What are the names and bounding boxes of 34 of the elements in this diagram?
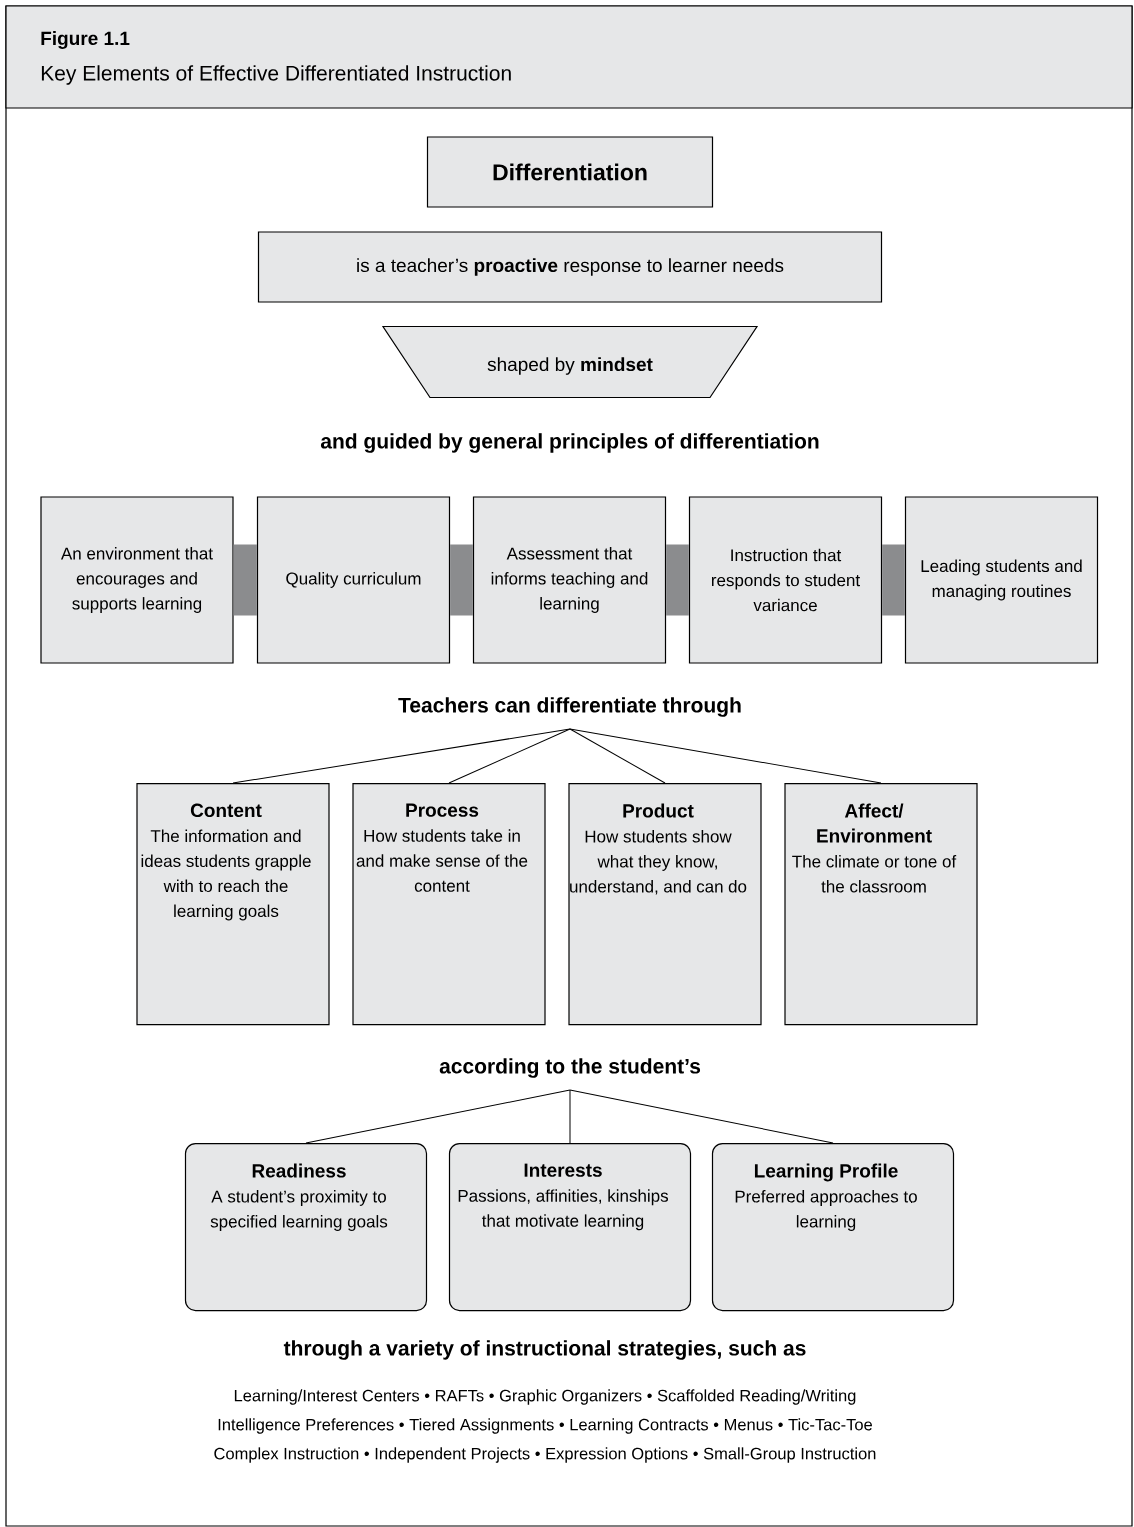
connector-bar bbox=[450, 544, 473, 616]
text-box: Instruction that responds to student variance bbox=[688, 496, 883, 664]
connector-bar bbox=[666, 544, 689, 616]
text-box: Quality curriculum bbox=[256, 496, 451, 664]
strategy-list: Complex Instruction • Independent Projects • Expression Options • Small-Group Instruction bbox=[214, 1447, 876, 1463]
text-box: Product How students show what they know, understand, and can do bbox=[568, 783, 762, 1026]
connector-line bbox=[232, 728, 571, 784]
text-box: Assessment that informs teaching and learning bbox=[472, 496, 667, 664]
connector-bar bbox=[233, 544, 257, 616]
connector-line bbox=[448, 728, 571, 784]
connector-line bbox=[569, 1089, 571, 1144]
connector-line bbox=[569, 728, 882, 784]
text-box: Process How students take in and make sense of the content bbox=[352, 783, 546, 1026]
section-heading: and guided by general principles of differentiation bbox=[320, 433, 819, 453]
connector-line bbox=[569, 1089, 834, 1144]
section-heading: through a variety of instructional strategies, such as bbox=[283, 1340, 806, 1360]
connector-line bbox=[569, 728, 666, 784]
connector-line bbox=[305, 1089, 571, 1144]
text-box: An environment that encourages and supports learning bbox=[40, 496, 234, 664]
section-heading: according to the student’s bbox=[439, 1058, 701, 1078]
text-box: Interests Passions, affinities, kinships that motivate learning bbox=[448, 1143, 692, 1312]
figure-title: Key Elements of Effective Differentiated Instruction bbox=[41, 65, 511, 85]
text-box: Differentiation bbox=[426, 136, 714, 208]
text-box: Leading students and managing routines bbox=[904, 496, 1099, 664]
text-box: Affect/ Environment The climate or tone of the classroom bbox=[784, 783, 978, 1026]
text-box: Readiness A student’s proximity to specified learning goals bbox=[184, 1143, 428, 1312]
strategy-list: Intelligence Preferences • Tiered Assignments • Learning Contracts • Menus • Tic-Tac-Toe bbox=[218, 1418, 872, 1434]
strategy-list: Learning/Interest Centers • RAFTs • Graphic Organizers • Scaffolded Reading/Writing bbox=[234, 1389, 856, 1405]
connector-bar bbox=[882, 544, 905, 616]
figure-number: Figure 1.1 bbox=[41, 31, 130, 49]
text-box: is a teacher’s proactive response to learner needs bbox=[257, 231, 883, 303]
section-heading: Teachers can differentiate through bbox=[398, 697, 741, 717]
text-box: Learning Profile Preferred approaches to learning bbox=[711, 1143, 955, 1312]
text-box: Content The information and ideas students grapple with to reach the learning goals bbox=[136, 783, 330, 1026]
